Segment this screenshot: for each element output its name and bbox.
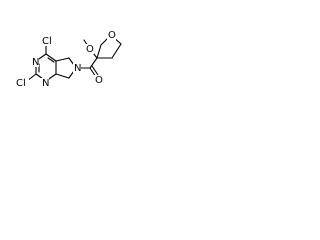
bond-carbonyl-quaternary (89, 57, 98, 69)
bond-thp-c3 (96, 44, 102, 59)
bond-thp-c5-c6 (111, 43, 122, 59)
oxygen-carbonyl: O (95, 75, 103, 86)
chlorine-top: Cl (42, 36, 52, 47)
bond-c4-c4a-double (47, 57, 55, 63)
atom-labels: Cl N Cl N N O O O (15, 30, 116, 89)
chlorine-left: Cl (16, 78, 26, 89)
bond-c7a-c7 (55, 73, 70, 79)
bond-carbonyl-o-double (91, 65, 99, 76)
bond-c4-c4a (45, 53, 57, 62)
nitrogen-upper: N (32, 57, 39, 68)
nitrogen-lower: N (42, 78, 49, 89)
nitrogen-ring: N (74, 63, 81, 74)
bond-c4a-c5 (55, 57, 70, 62)
oxygen-methoxy: O (86, 44, 94, 55)
molecule-structure: Cl N Cl N N O O O (15, 30, 122, 89)
oxygen-ring: O (108, 30, 116, 41)
